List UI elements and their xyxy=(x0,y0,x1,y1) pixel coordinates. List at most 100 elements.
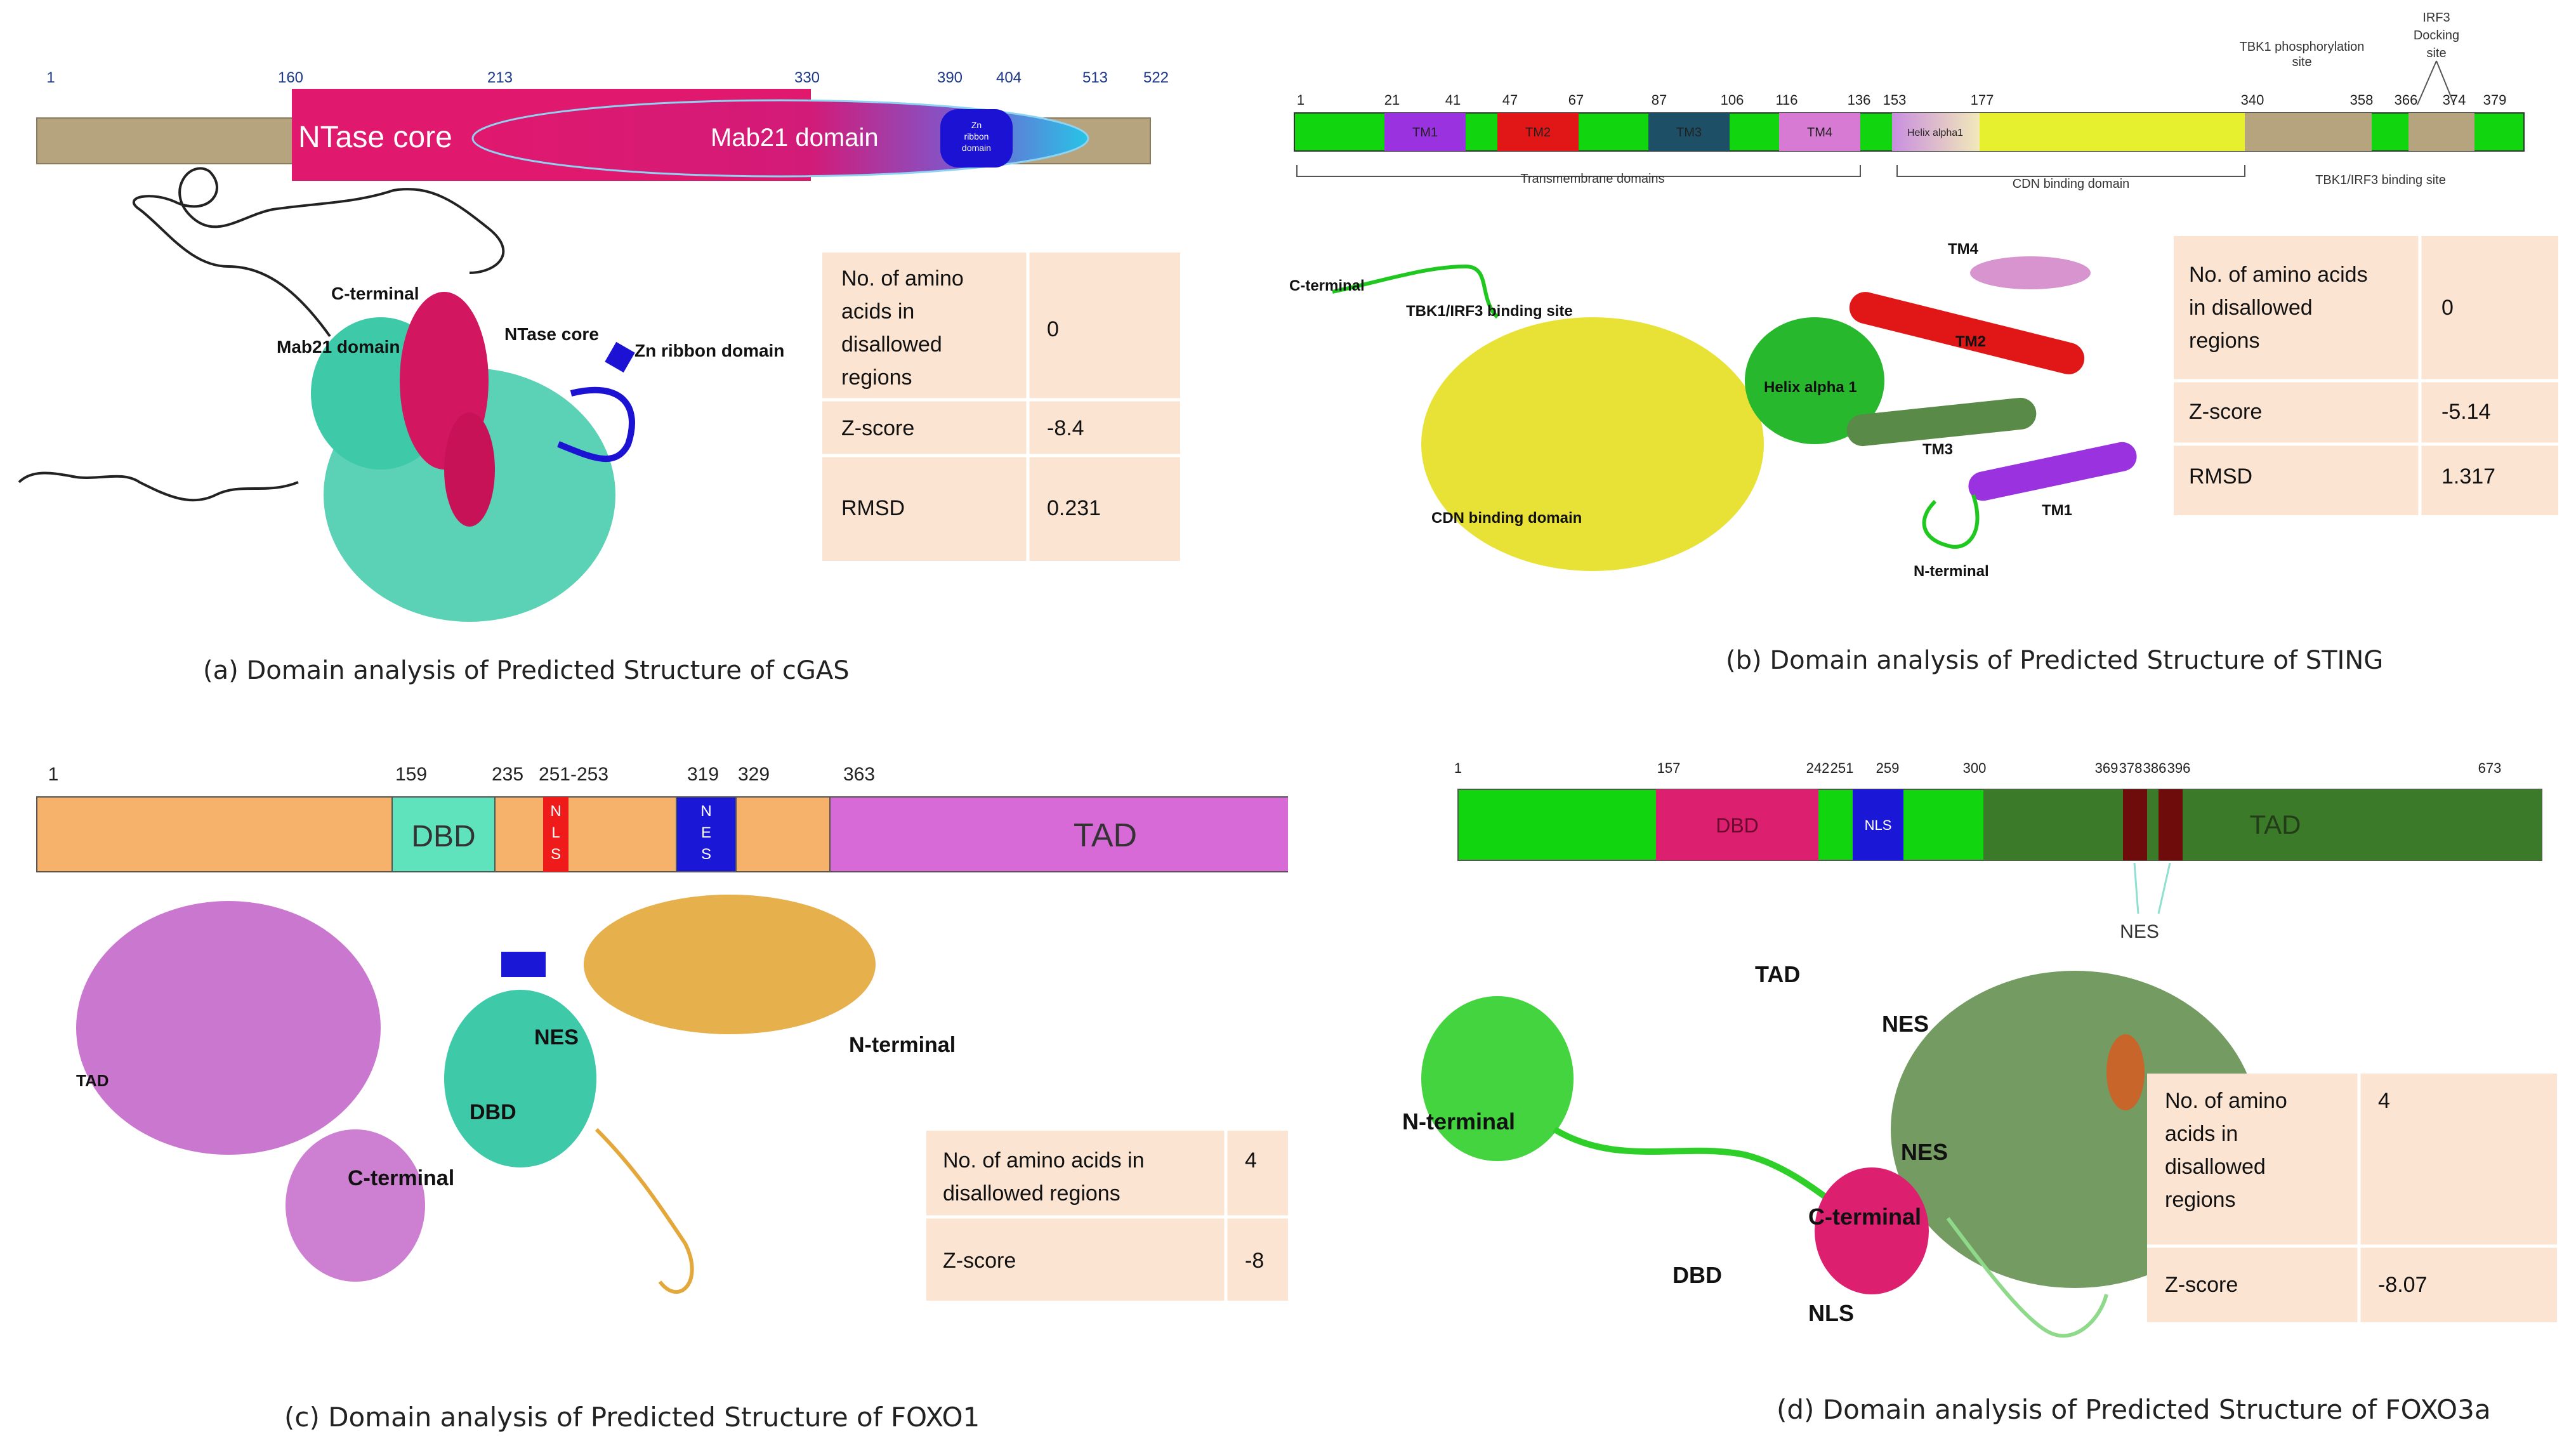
struct-label-tbk1: TBK1/IRF3 binding site xyxy=(1406,303,1573,320)
foxo3a-validation-table: No. of amino acids in disallowed regions… xyxy=(2147,1074,2557,1322)
zn-label-line: Zn xyxy=(971,120,982,130)
struct-label-nterminal: N-terminal xyxy=(1402,1108,1515,1134)
nes-helix xyxy=(2106,1034,2145,1110)
panel-c-foxo1: 1 159 235 251-253 319 329 363 655 DBD N … xyxy=(0,723,1288,1446)
table-bg xyxy=(2147,1074,2557,1322)
table-label: regions xyxy=(2165,1188,2236,1212)
dbd-fold xyxy=(444,990,596,1167)
mab21-domain xyxy=(471,99,1089,178)
table-value: 0 xyxy=(1047,317,1059,341)
tm-label: TM1 xyxy=(1412,126,1438,140)
tm2-segment xyxy=(1497,113,1579,151)
position-label: 251 xyxy=(1830,760,1854,776)
struct-label-cterminal: C-terminal xyxy=(1808,1204,1921,1230)
position-label: 1 xyxy=(1297,92,1304,108)
position-label: 136 xyxy=(1848,92,1871,108)
panel-b-sting: TBK1 phosphorylation site IRF3 Docking s… xyxy=(1288,0,2576,723)
irf3-site-label: site xyxy=(2426,46,2446,60)
nls-letter: L xyxy=(551,824,560,841)
struct-label-dbd: DBD xyxy=(1672,1262,1722,1288)
nls-domain xyxy=(543,797,568,872)
tad-label: TAD xyxy=(2250,810,2301,839)
foxo1-structure-render: TAD NES DBD N-terminal C-terminal xyxy=(76,895,956,1294)
table-value: -5.14 xyxy=(2441,400,2491,424)
position-label: 374 xyxy=(2443,92,2466,108)
table-value: -8.4 xyxy=(1047,416,1084,440)
panel-a-cgas: 1 160 213 330 390 404 513 522 NTase core… xyxy=(0,0,1288,723)
struct-label-nls: NLS xyxy=(1808,1300,1854,1326)
zn-ribbon-loop xyxy=(557,386,635,463)
tbk1-tan-segment xyxy=(2245,113,2372,151)
struct-label-tm3: TM3 xyxy=(1922,441,1953,458)
table-label: Z-score xyxy=(2189,400,2262,424)
table-label: acids in xyxy=(841,299,914,324)
position-label: 116 xyxy=(1775,92,1797,108)
struct-label-nes: NES xyxy=(1882,1011,1929,1037)
struct-label-tm1: TM1 xyxy=(2042,502,2072,519)
dbd-fold xyxy=(1815,1167,1929,1294)
struct-label-nes: NES xyxy=(534,1025,579,1049)
nes-domain xyxy=(676,796,737,872)
position-label: 177 xyxy=(1971,92,1994,108)
struct-label-tm4: TM4 xyxy=(1948,240,1979,258)
bracket-label-cdn: CDN binding domain xyxy=(2013,177,2130,191)
table-label: RMSD xyxy=(841,496,905,520)
caption-a: (a) Domain analysis of Predicted Structu… xyxy=(203,656,850,685)
nterm-fold xyxy=(1421,996,1574,1161)
position-label: 242 xyxy=(1806,760,1830,776)
sting-top-annotations: TBK1 phosphorylation site IRF3 Docking s… xyxy=(2240,11,2459,105)
caption-c: (c) Domain analysis of Predicted Structu… xyxy=(284,1402,980,1433)
caption-b: (b) Domain analysis of Predicted Structu… xyxy=(1726,646,2383,675)
table-bg xyxy=(2174,236,2558,515)
nes-helix xyxy=(501,952,546,977)
zn-ribbon-strand xyxy=(605,341,635,373)
tm1-segment xyxy=(1384,113,1466,151)
cdn-binding-segment xyxy=(1980,113,2245,151)
table-label: No. of amino xyxy=(841,266,964,291)
position-label: 329 xyxy=(738,764,770,785)
tm3-helix xyxy=(1846,397,2037,447)
position-label: 106 xyxy=(1721,92,1744,108)
table-value: 4 xyxy=(1245,1148,1257,1173)
tad-fold xyxy=(76,901,381,1155)
struct-label-cterminal: C-terminal xyxy=(1289,277,1365,294)
table-label: No. of amino acids in xyxy=(943,1148,1145,1173)
table-label: disallowed regions xyxy=(943,1181,1120,1206)
irf3-site-label: IRF3 xyxy=(2422,11,2450,25)
tm-label: TM3 xyxy=(1676,126,1702,140)
table-value: 4 xyxy=(2378,1089,2390,1113)
position-label: 390 xyxy=(937,69,963,86)
struct-label-mab21: Mab21 domain xyxy=(277,337,400,357)
struct-label-cdn: CDN binding domain xyxy=(1431,509,1582,527)
position-label: 404 xyxy=(996,69,1022,86)
tm2-helix xyxy=(1849,292,2085,374)
position-label: 513 xyxy=(1082,69,1108,86)
position-label: 21 xyxy=(1384,92,1400,108)
position-label: 213 xyxy=(487,69,513,86)
position-label: 1 xyxy=(48,764,59,785)
nes-arrow-label: NES xyxy=(2120,921,2159,942)
tbk1-tan-segment xyxy=(2408,113,2474,151)
nes-letter: E xyxy=(701,824,711,841)
table-label: No. of amino acids xyxy=(2189,263,2368,287)
table-label: in disallowed xyxy=(2189,296,2313,320)
struct-label-tm2: TM2 xyxy=(1955,333,1986,350)
position-label: 358 xyxy=(2350,92,2374,108)
struct-label-helix: Helix alpha 1 xyxy=(1764,379,1857,396)
dbd-label: DBD xyxy=(411,820,475,853)
table-bg xyxy=(822,253,1180,561)
foxo3a-structure-render: TAD NES N-terminal NES C-terminal DBD NL… xyxy=(1402,961,2259,1338)
nls-letter: N xyxy=(550,803,561,820)
table-label: regions xyxy=(2189,329,2260,353)
position-label: 363 xyxy=(843,764,875,785)
cterm-loop xyxy=(1946,1217,2108,1338)
cgas-validation-table: No. of amino acids in disallowed regions… xyxy=(822,253,1180,561)
dbd-domain xyxy=(391,796,496,872)
cdn-domain-fold xyxy=(1421,317,1764,571)
table-label: disallowed xyxy=(841,332,942,357)
tm1-helix xyxy=(1968,442,2137,501)
sting-domain-bar: TM1 TM2 TM3 TM4 Helix alpha1 xyxy=(1294,112,2525,152)
tbk1-site-label: site xyxy=(2292,55,2311,69)
sting-validation-table: No. of amino acids in disallowed regions… xyxy=(2174,236,2558,515)
position-label: 300 xyxy=(1963,760,1987,776)
